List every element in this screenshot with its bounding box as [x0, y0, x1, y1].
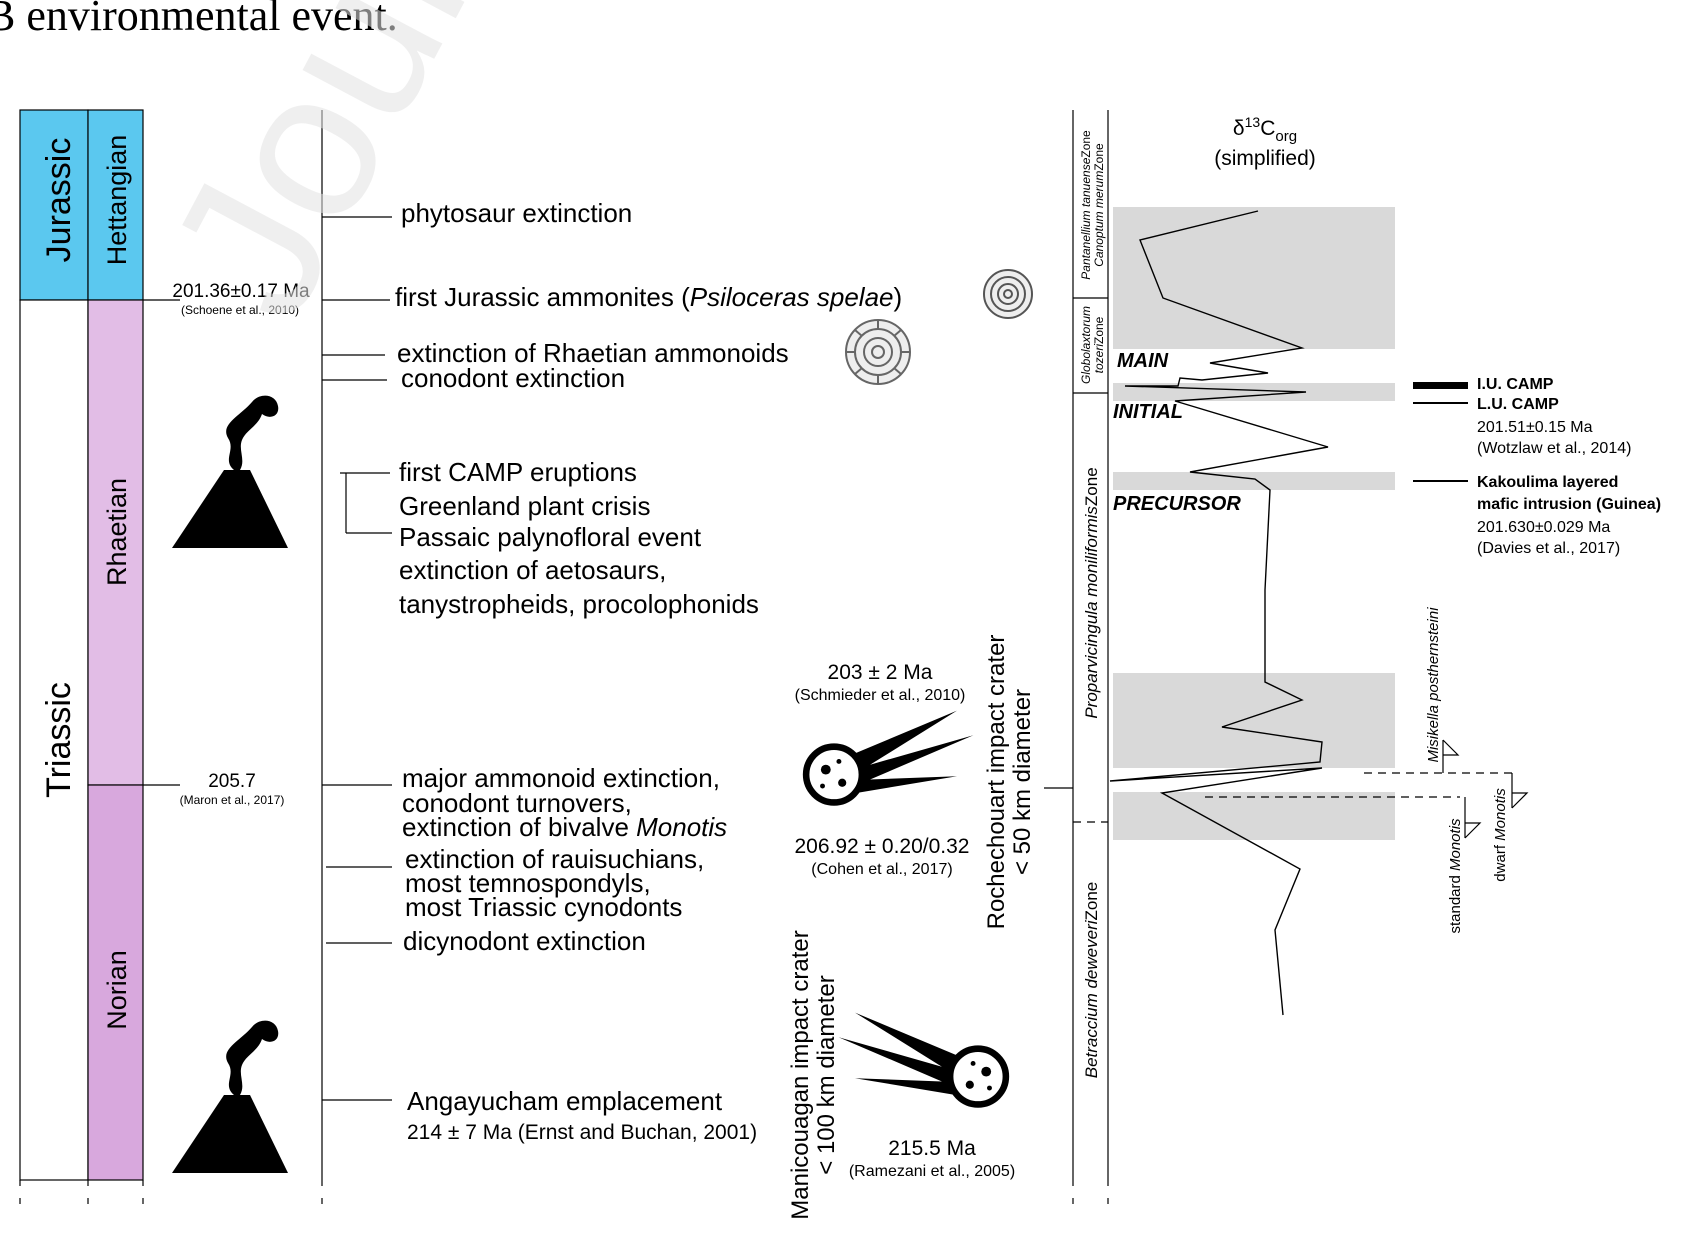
column-continuations: [19, 1180, 1109, 1205]
manicouagan-size: < 100 km diameter: [813, 975, 840, 1174]
event-major-ammonoid-2: conodont turnovers,: [402, 788, 632, 818]
tj-boundary-age: 201.36±0.17 Ma: [172, 281, 310, 302]
triassic-period-box: [19, 299, 89, 1181]
rochechouart-name: Rochechouart impact crater: [983, 635, 1010, 930]
dwarf-monotis-label: dwarf Monotis: [1492, 788, 1509, 882]
zone-globolaxtorum-2: tozeriZone: [1092, 316, 1106, 373]
rhaetian-label: Rhaetian: [102, 478, 132, 586]
kakoulima-label-1: Kakoulima layered: [1477, 474, 1618, 491]
event-angayucham-age: 214 ± 7 Ma (Ernst and Buchan, 2001): [407, 1121, 757, 1144]
event-major-ammonoid-3: extinction of bivalve Monotis: [402, 812, 727, 842]
manicouagan-name: Manicouagan impact crater: [787, 930, 814, 1219]
zone-proparvicingula: Proparvicingula moniliformisZone: [1082, 467, 1101, 718]
manicouagan-ref: (Ramezani et al., 2005): [849, 1163, 1015, 1180]
jurassic-label: Jurassic: [40, 138, 78, 263]
lu-camp-age: 201.51±0.15 Ma: [1477, 419, 1593, 436]
norian-stage-box: [87, 784, 144, 1181]
triassic-label: Triassic: [40, 682, 78, 798]
zone-pantanellium: Pantanellium tanuenseZone: [1079, 130, 1093, 280]
excursion-initial: INITIAL: [1113, 401, 1183, 423]
rochechouart-size: < 50 km diameter: [1009, 689, 1036, 875]
event-conodont: conodont extinction: [401, 363, 625, 393]
event-aetosaurs-2: tanystropheids, procolophonids: [399, 589, 759, 619]
rochechouart-ref: (Schmieder et al., 2010): [795, 687, 966, 704]
isotope-curve: [1109, 210, 1329, 1016]
event-ticks: [322, 216, 392, 1101]
excursion-band: [1113, 673, 1395, 768]
zone-canoptum: Canoptum merumZone: [1092, 143, 1106, 267]
standard-monotis-label: standard Monotis: [1447, 818, 1464, 934]
rochechouart-ref-2: (Cohen et al., 2017): [811, 861, 952, 878]
isotope-subtitle: (simplified): [1214, 147, 1316, 170]
hettangian-stage-box: [87, 109, 144, 301]
meteorite-icon: [806, 711, 973, 803]
tj-boundary-ref: (Schoene et al., 2010): [181, 303, 299, 317]
kakoulima-ref: (Davies et al., 2017): [1477, 540, 1620, 557]
event-first-ammonites: first Jurassic ammonites (Psiloceras spe…: [395, 282, 902, 312]
ammonite-icon: [983, 269, 1033, 319]
ammonite-icon: [845, 319, 911, 385]
excursion-band: [1113, 472, 1395, 490]
excursion-band: [1113, 207, 1395, 349]
hettangian-label: Hettangian: [102, 135, 132, 266]
event-phytosaur: phytosaur extinction: [401, 198, 632, 228]
iu-camp-marker: [1413, 382, 1468, 389]
volcano-icon: [172, 395, 288, 548]
iu-camp-label: I.U. CAMP: [1477, 376, 1554, 393]
zone-globolaxtorum-1: Globolaxtorum: [1079, 306, 1093, 384]
event-greenland: Greenland plant crisis: [399, 491, 650, 521]
misikella-label: Misikella posthernsteini: [1425, 607, 1442, 763]
excursion-bands: [1113, 207, 1395, 840]
excursion-band: [1113, 792, 1395, 840]
event-angayucham: Angayucham emplacement: [407, 1086, 723, 1116]
event-passaic: Passaic palynofloral event: [399, 522, 702, 552]
isotope-title: δ13Corg: [1233, 114, 1297, 145]
norian-label: Norian: [102, 950, 132, 1030]
event-dicynodont: dicynodont extinction: [403, 926, 646, 956]
event-major-ammonoid-1: major ammonoid extinction,: [402, 763, 720, 793]
kakoulima-age: 201.630±0.029 Ma: [1477, 519, 1610, 536]
biostrat-ranges: [1205, 739, 1529, 839]
rhaetian-base-ref: (Maron et al., 2017): [180, 793, 285, 807]
rochechouart-age-2: 206.92 ± 0.20/0.32: [794, 835, 969, 858]
excursion-precursor: PRECURSOR: [1113, 493, 1241, 515]
event-aetosaurs-1: extinction of aetosaurs,: [399, 555, 666, 585]
rochechouart-age: 203 ± 2 Ma: [828, 661, 933, 684]
jurassic-period-box: [19, 109, 89, 301]
event-rauisuchians-2: most temnospondyls,: [405, 868, 651, 898]
lu-camp-label: L.U. CAMP: [1477, 396, 1559, 413]
event-rauisuchians-1: extinction of rauisuchians,: [405, 844, 704, 874]
zone-betraccium: Betraccium deweveriZone: [1082, 882, 1101, 1079]
rhaetian-base-age: 205.7: [208, 771, 256, 792]
manicouagan-age: 215.5 Ma: [888, 1137, 976, 1160]
heading-fragment: B environmental event.: [0, 0, 398, 40]
volcano-icon: [172, 1020, 288, 1173]
event-rauisuchians-3: most Triassic cynodonts: [405, 892, 682, 922]
kakoulima-label-2: mafic intrusion (Guinea): [1477, 496, 1661, 513]
meteorite-icon: [839, 1013, 1006, 1105]
event-camp: first CAMP eruptions: [399, 457, 637, 487]
lu-camp-ref: (Wotzlaw et al., 2014): [1477, 440, 1631, 457]
event-rhaetian-ammonoids: extinction of Rhaetian ammonoids: [397, 338, 789, 368]
excursion-main: MAIN: [1117, 350, 1169, 372]
